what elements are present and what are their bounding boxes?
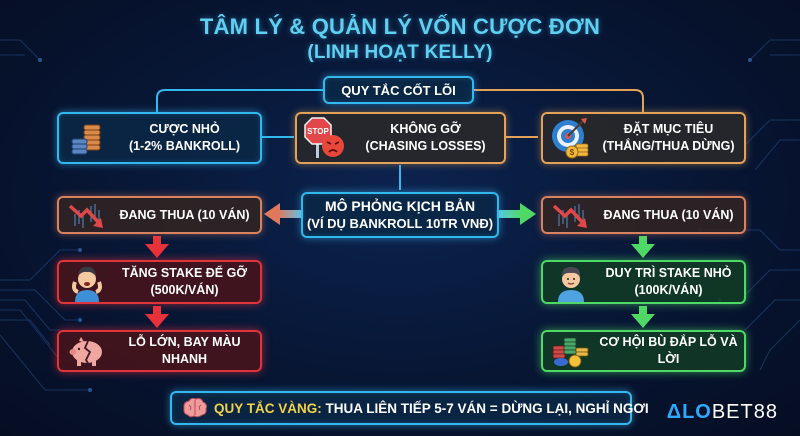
rule-small-bet-text: CƯỢC NHỎ (1-2% BANKROLL)	[109, 121, 260, 155]
rule-set-goal: $ ĐẶT MỤC TIÊU (THẮNG/THUA DỪNG)	[541, 112, 746, 164]
core-rules-header-label: QUY TẮC CỐT LÕI	[341, 82, 456, 98]
rule-small-bet-detail: (1-2% BANKROLL)	[128, 139, 241, 153]
core-rules-header: QUY TẮC CỐT LÕI	[323, 76, 474, 104]
calm-person-icon	[549, 260, 593, 304]
golden-rule-banner: QUY TẮC VÀNG: THUA LIÊN TIẾP 5-7 VÁN = D…	[170, 391, 649, 425]
good-path-keep-stake-detail: (100K/VÁN)	[634, 283, 703, 297]
good-path-recover-box: CƠ HỘI BÙ ĐẮP LỖ VÀ LỜI	[541, 330, 746, 372]
casino-chips-icon	[549, 333, 593, 369]
good-path-keep-stake-title: DUY TRÌ STAKE NHỎ	[605, 266, 732, 280]
good-path-recover-text: CƠ HỘI BÙ ĐẮP LỖ VÀ LỜI	[599, 335, 738, 366]
rule-set-goal-title: ĐẶT MỤC TIÊU	[623, 122, 714, 136]
good-path-keep-stake-text: DUY TRÌ STAKE NHỎ (100K/VÁN)	[593, 265, 744, 299]
target-coins-icon: $	[549, 116, 593, 160]
svg-text:STOP: STOP	[307, 127, 329, 136]
title-line-2: (LINH HOẠT KELLY)	[307, 42, 493, 63]
simulation-box: MÔ PHỎNG KỊCH BẢN (VÍ DỤ BANKROLL 10TR V…	[301, 192, 499, 238]
broken-piggy-bank-icon	[65, 333, 109, 369]
bad-path-increase-stake-detail: (500K/VÁN)	[150, 283, 219, 297]
brain-icon	[180, 393, 210, 423]
rule-small-bet-title: CƯỢC NHỎ	[149, 122, 220, 136]
good-path-losing-text: ĐANG THUA (10 VÁN)	[603, 207, 734, 222]
golden-rule-content: THUA LIÊN TIẾP 5-7 VÁN = DỪNG LẠI, NGHỈ …	[325, 400, 649, 416]
bad-path-big-loss-box: LỖ LỚN, BAY MÀU NHANH	[57, 330, 262, 372]
rule-small-bet: CƯỢC NHỎ (1-2% BANKROLL)	[57, 112, 262, 164]
bad-path-increase-stake-title: TĂNG STAKE ĐỂ GỠ	[121, 266, 248, 280]
stop-sign-angry-icon: STOP	[303, 116, 347, 160]
rule-set-goal-text: ĐẶT MỤC TIÊU (THẮNG/THUA DỪNG)	[593, 121, 744, 155]
stressed-person-icon	[65, 260, 109, 304]
rule-no-chasing-title: KHÔNG GỠ	[390, 122, 461, 136]
downtrend-chart-icon	[65, 198, 109, 232]
golden-rule-label: QUY TẮC VÀNG:	[214, 400, 322, 416]
simulation-title: MÔ PHỎNG KỊCH BẢN	[324, 198, 476, 214]
simulation-text: MÔ PHỎNG KỊCH BẢN (VÍ DỤ BANKROLL 10TR V…	[303, 198, 497, 232]
downtrend-chart-icon	[549, 198, 593, 232]
brand-logo-part1: ΔLO	[666, 401, 712, 423]
title-line-1: TÂM LÝ & QUẢN LÝ VỐN CƯỢC ĐƠN	[199, 14, 601, 39]
good-path-losing-box: ĐANG THUA (10 VÁN)	[541, 196, 746, 234]
rule-no-chasing: STOP KHÔNG GỠ (CHASING LOSSES)	[295, 112, 506, 164]
rule-no-chasing-detail: (CHASING LOSSES)	[365, 139, 486, 153]
golden-rule-text: QUY TẮC VÀNG: THUA LIÊN TIẾP 5-7 VÁN = D…	[214, 401, 649, 416]
good-path-keep-stake-box: DUY TRÌ STAKE NHỎ (100K/VÁN)	[541, 260, 746, 304]
bad-path-increase-stake-text: TĂNG STAKE ĐỂ GỠ (500K/VÁN)	[109, 265, 260, 299]
bad-path-increase-stake-box: TĂNG STAKE ĐỂ GỠ (500K/VÁN)	[57, 260, 262, 304]
brand-logo-part2: BET88	[711, 401, 778, 423]
coin-stack-icon	[65, 116, 109, 160]
bad-path-losing-text: ĐANG THUA (10 VÁN)	[119, 207, 250, 222]
svg-text:$: $	[570, 148, 575, 157]
rule-set-goal-detail: (THẮNG/THUA DỪNG)	[602, 139, 735, 153]
bad-path-big-loss-text: LỖ LỚN, BAY MÀU NHANH	[128, 335, 241, 366]
simulation-subtitle: (VÍ DỤ BANKROLL 10TR VNĐ)	[306, 216, 494, 231]
rule-no-chasing-text: KHÔNG GỠ (CHASING LOSSES)	[347, 121, 504, 155]
bad-path-losing-box: ĐANG THUA (10 VÁN)	[57, 196, 262, 234]
